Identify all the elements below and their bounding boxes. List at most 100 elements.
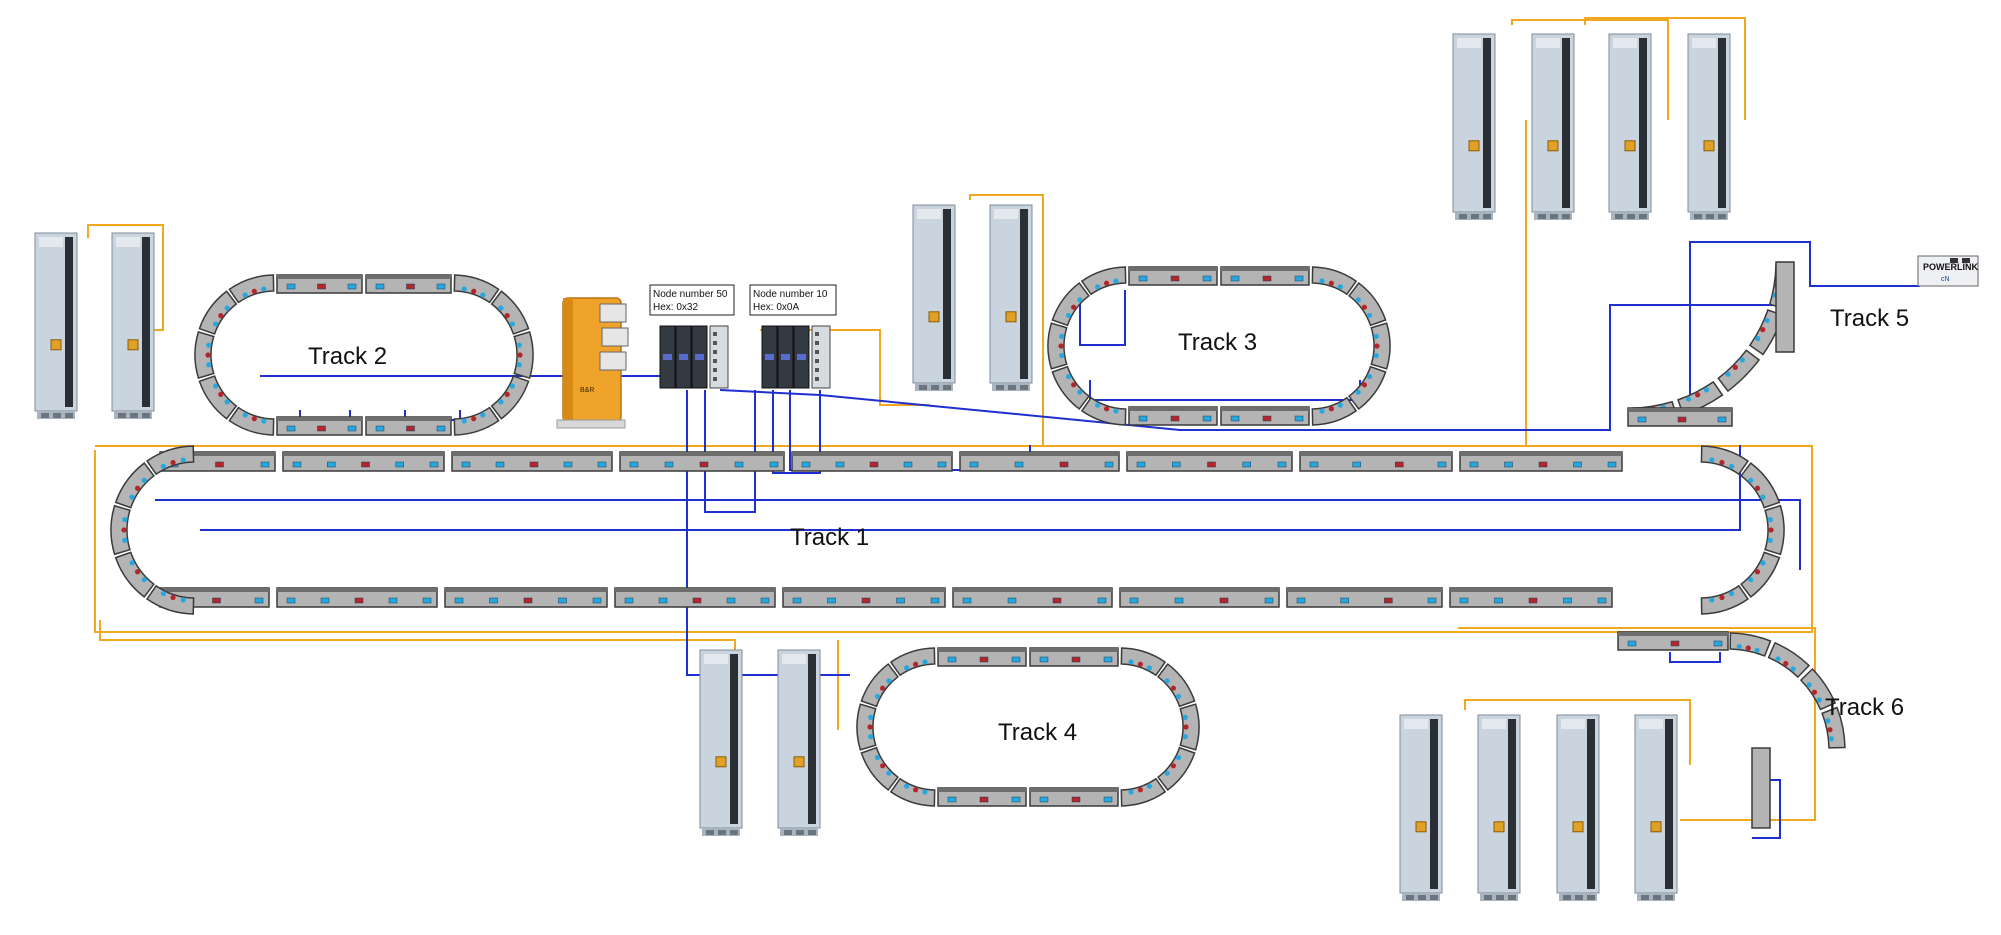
- track-1-right-curve[interactable]: [1700, 445, 1785, 615]
- track-5: [1627, 261, 1795, 427]
- track-1-bottom-segment[interactable]: [276, 587, 438, 608]
- track-5-vertical[interactable]: [1775, 261, 1795, 353]
- track-2-right-curve[interactable]: [453, 274, 534, 436]
- track-4-top-segment[interactable]: [1029, 647, 1119, 667]
- servo-drive[interactable]: [34, 232, 78, 419]
- track-2-bottom-segment[interactable]: [276, 416, 363, 436]
- servo-drive[interactable]: [1452, 33, 1496, 220]
- track-5-curve[interactable]: [1632, 264, 1793, 425]
- plc-controller[interactable]: B&R: [556, 297, 629, 429]
- drive-layer: [34, 33, 1731, 901]
- servo-drive[interactable]: [1634, 714, 1678, 901]
- node-50-hex: Hex: 0x32: [653, 302, 698, 313]
- bus-cable: [1079, 290, 1126, 346]
- track-1-bottom-segment[interactable]: [444, 587, 608, 608]
- bus-cable: [155, 499, 1801, 570]
- bus-cable: [1689, 241, 1920, 410]
- servo-drive[interactable]: [989, 204, 1033, 391]
- servo-drive[interactable]: [1477, 714, 1521, 901]
- track-2-bottom-segment[interactable]: [365, 416, 452, 436]
- track-1-bottom-segment[interactable]: [1119, 587, 1280, 608]
- powerlink-label: POWERLINK: [1923, 262, 1978, 272]
- track-1-top-segment[interactable]: [959, 451, 1120, 472]
- servo-drive[interactable]: [1608, 33, 1652, 220]
- track-1-label: Track 1: [790, 524, 869, 551]
- power-cable: [94, 445, 1813, 633]
- track-1-left-curve[interactable]: [110, 445, 195, 615]
- track-1-bottom-segment[interactable]: [1449, 587, 1613, 608]
- track-layer: [110, 261, 1846, 829]
- track-4-bottom-segment[interactable]: [937, 787, 1027, 807]
- track-6: [1617, 631, 1846, 829]
- node-10-title: Node number 10: [753, 289, 828, 300]
- power-cable: [1584, 17, 1746, 120]
- track-5-label: Track 5: [1830, 305, 1909, 332]
- track-4-left-curve[interactable]: [856, 647, 936, 807]
- power-cable: [969, 194, 1044, 445]
- power-cable: [1511, 19, 1669, 120]
- servo-drive[interactable]: [111, 232, 155, 419]
- track-4-top-segment[interactable]: [937, 647, 1027, 667]
- track-6-label: Track 6: [1825, 694, 1904, 721]
- track-3-top-segment[interactable]: [1220, 266, 1310, 286]
- bus-cable: [1089, 380, 1361, 401]
- track-1-top-segment[interactable]: [282, 451, 445, 472]
- powerlink-node[interactable]: POWERLINK cN: [1917, 255, 1979, 287]
- track-6-curve[interactable]: [1729, 632, 1846, 749]
- servo-drive[interactable]: [1687, 33, 1731, 220]
- track-1-bottom-segment[interactable]: [614, 587, 776, 608]
- bus-module-layer: [659, 325, 831, 389]
- bus-coupler-module[interactable]: [659, 325, 729, 389]
- track-1-top-segment[interactable]: [1299, 451, 1453, 472]
- track-3-bottom-segment[interactable]: [1128, 406, 1218, 426]
- track-1-bottom-segment[interactable]: [782, 587, 946, 608]
- node-10-hex: Hex: 0x0A: [753, 302, 799, 313]
- track-3-bottom-segment[interactable]: [1220, 406, 1310, 426]
- track-2-left-curve[interactable]: [194, 274, 275, 436]
- track-6-vertical[interactable]: [1751, 747, 1771, 829]
- track-3-right-curve[interactable]: [1311, 266, 1391, 426]
- track-5-straight[interactable]: [1627, 407, 1733, 427]
- bus-coupler-module[interactable]: [761, 325, 831, 389]
- track-1-top-segment[interactable]: [619, 451, 785, 472]
- track-1-top-segment[interactable]: [791, 451, 953, 472]
- track-3-label: Track 3: [1178, 329, 1257, 356]
- servo-drive[interactable]: [912, 204, 956, 391]
- bus-cable: [772, 390, 821, 474]
- servo-drive[interactable]: [1399, 714, 1443, 901]
- servo-drive[interactable]: [699, 649, 743, 836]
- bus-cable: [1669, 652, 1721, 663]
- track-1-bottom-segment[interactable]: [1286, 587, 1443, 608]
- track-6-straight[interactable]: [1617, 631, 1729, 651]
- power-cable: [1464, 699, 1691, 765]
- power-cable: [99, 620, 736, 740]
- track-2-label: Track 2: [308, 343, 387, 370]
- power-cable: [1458, 627, 1816, 821]
- track-1-bottom-segment[interactable]: [952, 587, 1113, 608]
- track-2: [194, 274, 534, 436]
- bus-cable: [704, 390, 756, 513]
- node-label-50: Node number 50 Hex: 0x32: [649, 284, 735, 316]
- track-3: [1047, 266, 1391, 426]
- node-50-title: Node number 50: [653, 289, 728, 300]
- powerlink-sub: cN: [1941, 276, 1950, 283]
- bus-cable: [719, 304, 1780, 431]
- track-1-top-segment[interactable]: [1459, 451, 1623, 472]
- track-3-top-segment[interactable]: [1128, 266, 1218, 286]
- node-label-10: Node number 10 Hex: 0x0A: [749, 284, 837, 316]
- track-2-top-segment[interactable]: [365, 274, 452, 294]
- track-4-bottom-segment[interactable]: [1029, 787, 1119, 807]
- track-1-top-segment[interactable]: [1126, 451, 1293, 472]
- servo-drive[interactable]: [1531, 33, 1575, 220]
- track-3-left-curve[interactable]: [1047, 266, 1127, 426]
- track-1-top-segment[interactable]: [451, 451, 613, 472]
- track-4-right-curve[interactable]: [1120, 647, 1200, 807]
- track-1: [110, 445, 1785, 615]
- svg-text:B&R: B&R: [580, 387, 594, 394]
- servo-drive[interactable]: [777, 649, 821, 836]
- track-4: [856, 647, 1200, 807]
- track-4-label: Track 4: [998, 719, 1077, 746]
- servo-drive[interactable]: [1556, 714, 1600, 901]
- power-cable-layer: [87, 17, 1816, 821]
- track-2-top-segment[interactable]: [276, 274, 363, 294]
